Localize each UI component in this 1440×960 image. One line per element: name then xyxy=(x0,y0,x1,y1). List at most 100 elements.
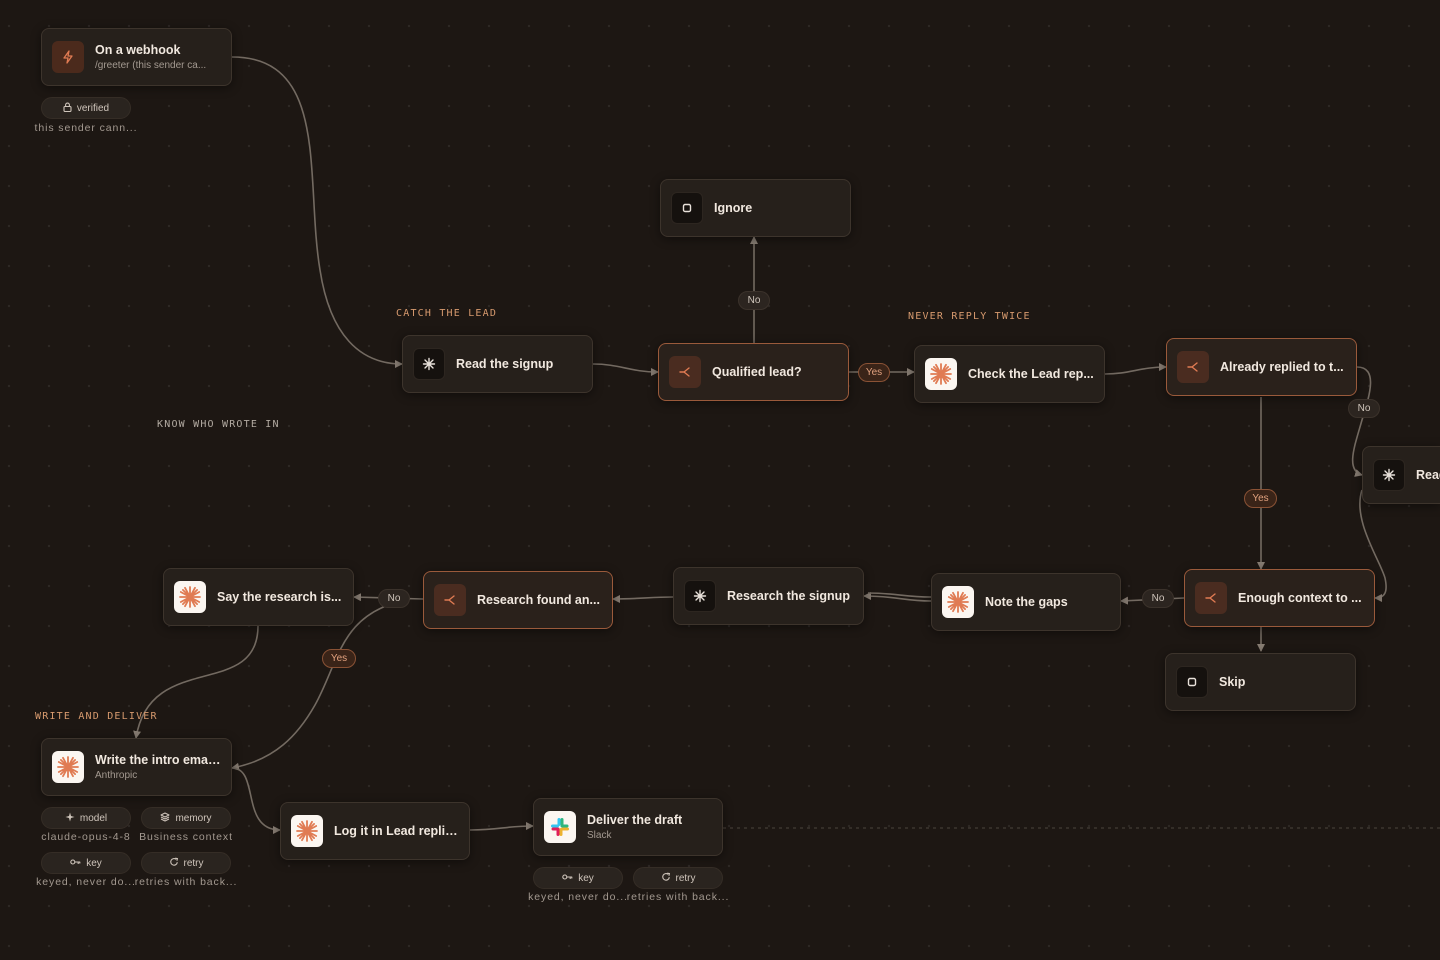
chip-value-model: claude-opus-4-8 xyxy=(41,831,131,843)
node-write-intro[interactable]: Write the intro emai... Anthropic xyxy=(41,738,232,796)
node-deliver-draft[interactable]: Deliver the draft Slack xyxy=(533,798,723,856)
chip-label: memory xyxy=(175,812,212,824)
node-research-signup[interactable]: Research the signup xyxy=(673,567,864,625)
node-title: Research found an... xyxy=(477,593,600,607)
edge-log-to-deliver xyxy=(469,822,534,831)
edge-read-to-enough xyxy=(1359,489,1387,602)
model-icon xyxy=(65,812,75,825)
stop-icon xyxy=(671,192,703,224)
branch-icon xyxy=(1195,582,1227,614)
retry-icon xyxy=(169,857,179,870)
group-label-know-who-wrote-in: KNOW WHO WROTE IN xyxy=(157,419,280,430)
anthropic-icon xyxy=(925,358,957,390)
edge-already-to-read xyxy=(1351,366,1372,477)
chip-value-key: keyed, never do... xyxy=(36,876,136,888)
node-on-webhook[interactable]: On a webhook /greeter (this sender ca... xyxy=(41,28,232,86)
chip-value-retry: retries with back... xyxy=(134,876,238,888)
chip-label: key xyxy=(86,857,102,869)
chip-value-memory: Business context xyxy=(139,831,233,843)
node-title: Read the signup xyxy=(456,357,554,371)
sparkle-icon xyxy=(413,348,445,380)
chip-label: model xyxy=(79,812,108,824)
node-title: Research the signup xyxy=(727,589,850,603)
slack-icon xyxy=(544,811,576,843)
branch-icon xyxy=(669,356,701,388)
node-title: Read xyxy=(1416,468,1440,482)
edge-note-to-research-a xyxy=(863,592,932,602)
node-title: Qualified lead? xyxy=(712,365,802,379)
chip-deliver-key[interactable]: key xyxy=(533,867,623,889)
anthropic-icon xyxy=(291,815,323,847)
branch-icon xyxy=(1177,351,1209,383)
node-check-lead-replies[interactable]: Check the Lead rep... xyxy=(914,345,1105,403)
node-title: Say the research is... xyxy=(217,590,342,604)
edge-label-research-no[interactable]: No xyxy=(378,589,410,608)
node-subtitle: Slack xyxy=(587,830,612,841)
edge-research-to-found xyxy=(612,594,674,603)
retry-icon xyxy=(661,872,671,885)
key-icon xyxy=(70,858,81,869)
node-read-partial[interactable]: Read xyxy=(1362,446,1440,504)
edge-say-to-write xyxy=(133,625,259,739)
node-title: Skip xyxy=(1219,675,1246,689)
node-title: Log it in Lead replies xyxy=(334,824,459,838)
anthropic-icon xyxy=(52,751,84,783)
edge-found-to-write xyxy=(231,598,411,771)
node-note-gaps[interactable]: Note the gaps xyxy=(931,573,1121,631)
chip-retry[interactable]: retry xyxy=(141,852,231,874)
node-read-signup[interactable]: Read the signup xyxy=(402,335,593,393)
node-subtitle: Anthropic xyxy=(95,770,138,781)
chip-value-deliver-retry: retries with back... xyxy=(626,891,730,903)
memory-icon xyxy=(160,812,170,825)
edge-check-to-already xyxy=(1104,363,1167,375)
chip-verified[interactable]: verified xyxy=(41,97,131,119)
edge-label-qualified-yes[interactable]: Yes xyxy=(858,363,890,382)
node-qualified-lead[interactable]: Qualified lead? xyxy=(658,343,849,401)
stop-icon xyxy=(1176,666,1208,698)
chip-label: key xyxy=(578,872,594,884)
chip-key[interactable]: key xyxy=(41,852,131,874)
branch-icon xyxy=(434,584,466,616)
node-log-it[interactable]: Log it in Lead replies xyxy=(280,802,470,860)
group-label-write-and-deliver: WRITE AND DELIVER xyxy=(35,711,158,722)
node-title: Enough context to ... xyxy=(1238,591,1362,605)
node-title: On a webhook xyxy=(95,43,181,57)
sparkle-icon xyxy=(1373,459,1405,491)
key-icon xyxy=(562,873,573,884)
edge-write-to-log xyxy=(231,767,281,834)
node-title: Ignore xyxy=(714,201,753,215)
edge-label-research-yes[interactable]: Yes xyxy=(322,649,356,668)
sparkle-icon xyxy=(684,580,716,612)
node-title: Write the intro emai... xyxy=(95,753,221,767)
chip-label: verified xyxy=(76,102,110,114)
edge-webhook-to-read xyxy=(231,56,403,368)
group-label-catch-the-lead: CATCH THE LEAD xyxy=(396,308,498,319)
anthropic-icon xyxy=(942,586,974,618)
chip-deliver-retry[interactable]: retry xyxy=(633,867,723,889)
node-enough-context[interactable]: Enough context to ... xyxy=(1184,569,1375,627)
chip-memory[interactable]: memory xyxy=(141,807,231,829)
chip-value-verified: this sender cann... xyxy=(34,122,138,134)
node-title: Check the Lead rep... xyxy=(968,367,1094,381)
edge-read-to-qualified xyxy=(592,363,659,376)
node-subtitle: /greeter (this sender ca... xyxy=(95,60,207,71)
edge-label-already-no[interactable]: No xyxy=(1348,399,1380,418)
edge-label-already-yes[interactable]: Yes xyxy=(1244,489,1277,508)
group-label-never-reply-twice: NEVER REPLY TWICE xyxy=(908,311,1031,322)
node-title: Already replied to t... xyxy=(1220,360,1344,374)
node-title: Deliver the draft xyxy=(587,813,683,827)
node-title: Note the gaps xyxy=(985,595,1068,609)
node-ignore[interactable]: Ignore xyxy=(660,179,851,237)
chip-label: retry xyxy=(675,872,696,884)
anthropic-icon xyxy=(174,581,206,613)
edge-label-enough-no[interactable]: No xyxy=(1142,589,1174,608)
node-already-replied[interactable]: Already replied to t... xyxy=(1166,338,1357,396)
edge-note-to-research-b xyxy=(867,592,932,598)
edge-label-qualified-no[interactable]: No xyxy=(738,291,770,310)
node-say-research[interactable]: Say the research is... xyxy=(163,568,354,626)
chip-label: retry xyxy=(183,857,204,869)
bolt-icon xyxy=(52,41,84,73)
node-research-found[interactable]: Research found an... xyxy=(423,571,613,629)
chip-model[interactable]: model xyxy=(41,807,131,829)
node-skip[interactable]: Skip xyxy=(1165,653,1356,711)
